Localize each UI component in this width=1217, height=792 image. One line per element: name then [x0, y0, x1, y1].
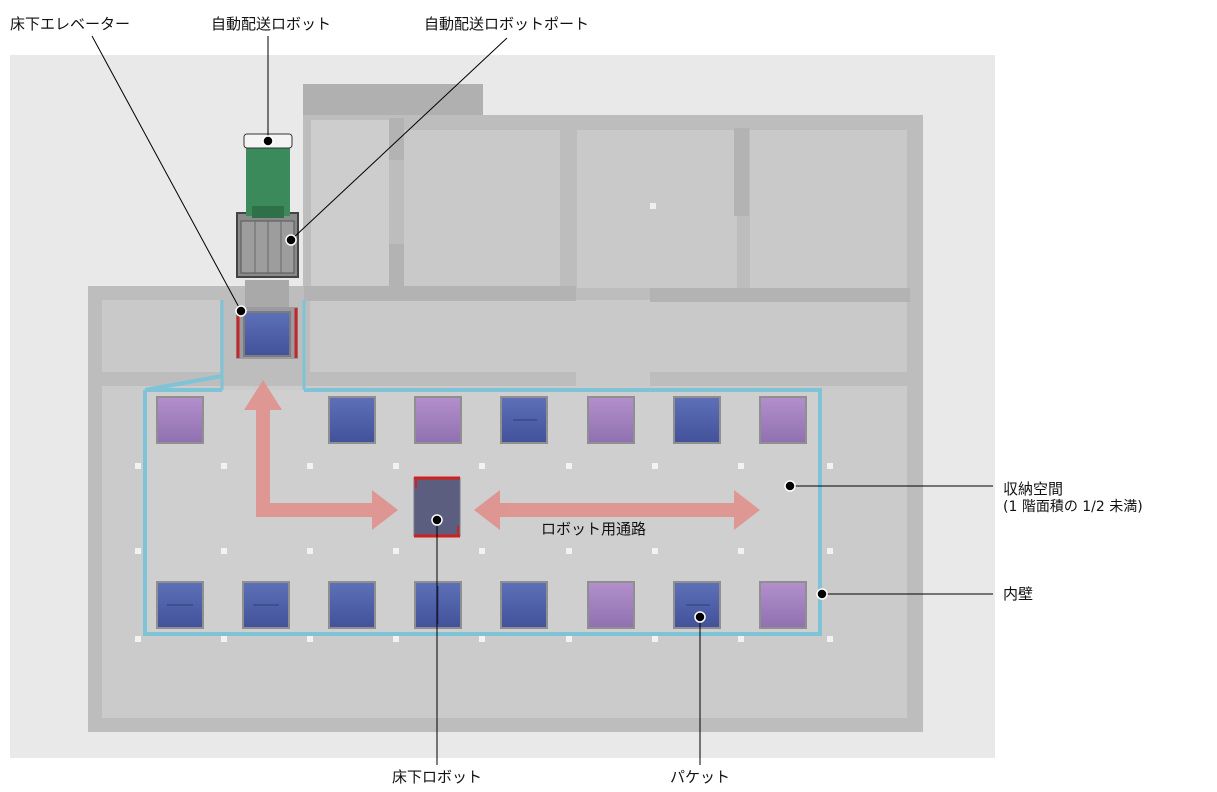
- label-delivery-robot-port: 自動配送ロボットポート: [424, 15, 590, 33]
- packet: [587, 396, 635, 444]
- packet: [328, 581, 376, 629]
- leader-lines: [91, 35, 993, 765]
- packet: [500, 581, 548, 629]
- label-storage-space-note: (1 階面積の 1/2 未満): [1003, 499, 1143, 515]
- robot-passage-arrows: [244, 380, 760, 530]
- packet: [759, 581, 807, 629]
- arrow-l-shape: [244, 380, 398, 530]
- room: [102, 300, 220, 372]
- room: [311, 120, 389, 288]
- label-underfloor-robot: 床下ロボット: [391, 768, 483, 786]
- partition-wall: [389, 244, 404, 294]
- partition-wall: [734, 128, 749, 216]
- inner-wall: [143, 374, 822, 636]
- label-inner-wall: 内壁: [1003, 585, 1034, 603]
- room: [404, 130, 560, 288]
- arrow-double: [474, 490, 760, 530]
- room: [577, 130, 737, 288]
- label-delivery-robot: 自動配送ロボット: [211, 15, 332, 33]
- delivery-robot-port: [236, 212, 299, 278]
- packet: [759, 396, 807, 444]
- label-robot-passage: ロボット用通路: [541, 520, 647, 538]
- label-storage-space: 収納空間: [1003, 480, 1064, 498]
- packet: [414, 396, 462, 444]
- packet: [587, 581, 635, 629]
- underfloor-robot: [413, 476, 461, 538]
- packets-top-row: [156, 396, 807, 444]
- partition-wall: [389, 118, 404, 160]
- packet: [673, 396, 721, 444]
- label-packet: パケット: [669, 768, 731, 786]
- packet: [156, 396, 204, 444]
- label-floor-elevator: 床下エレベーター: [10, 15, 131, 33]
- room: [750, 130, 907, 288]
- leader-dots: [235, 135, 828, 623]
- room: [310, 300, 907, 372]
- floor-elevator: [236, 280, 298, 359]
- pillars: [135, 463, 833, 642]
- packet: [328, 396, 376, 444]
